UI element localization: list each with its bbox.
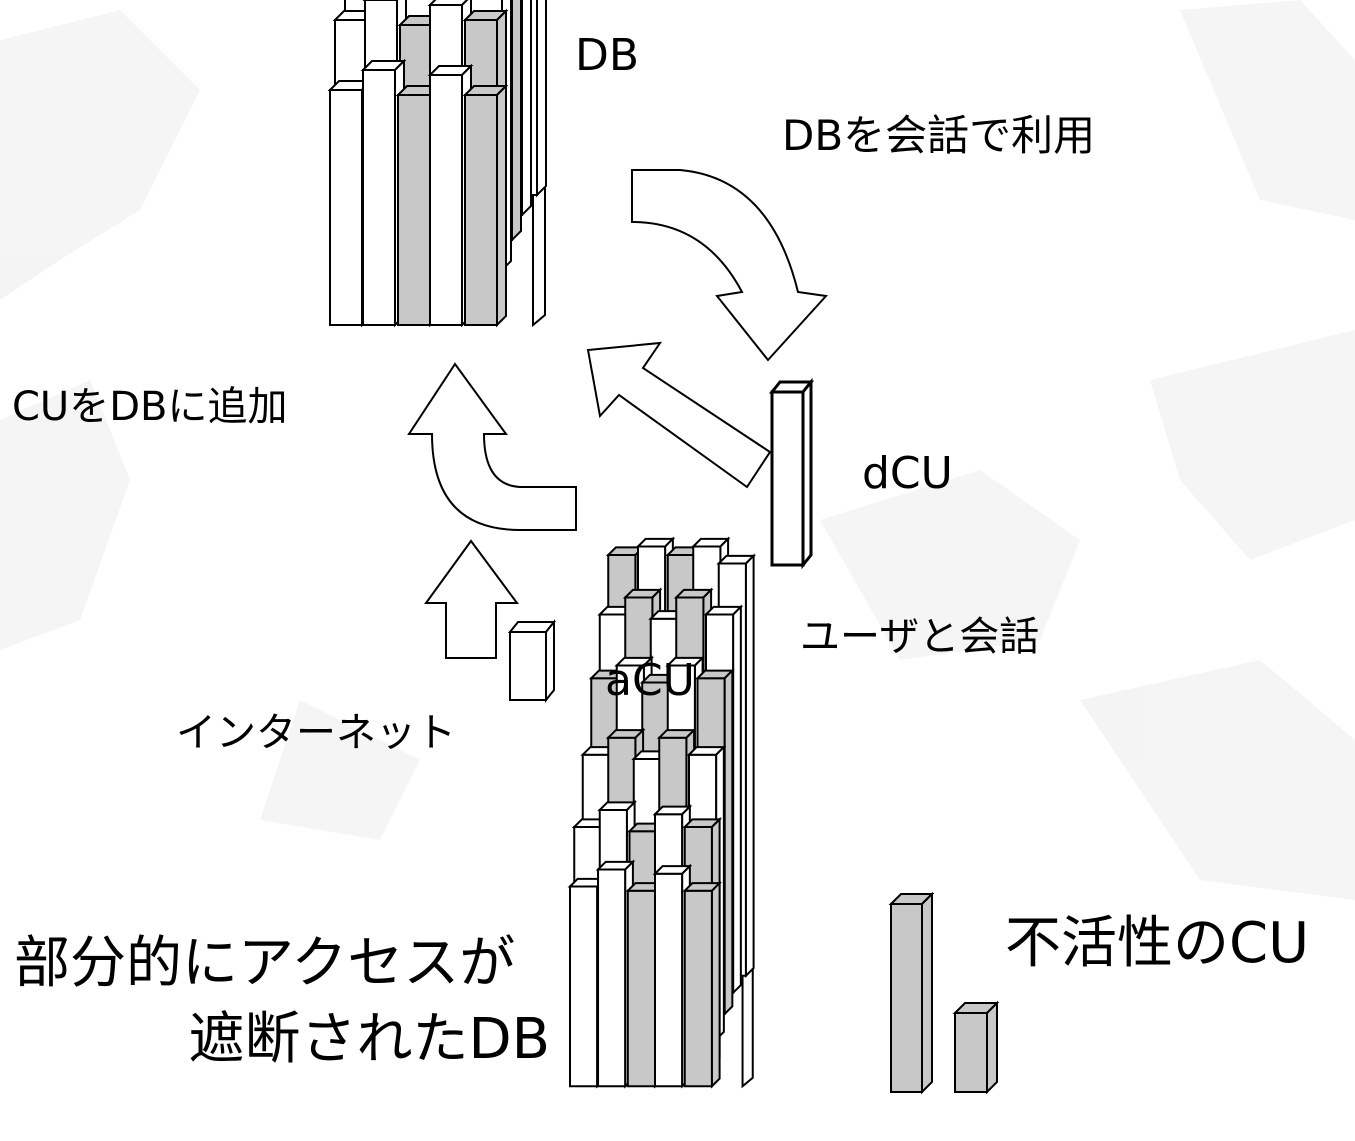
inactive-cu-label: 不活性のCU: [1005, 911, 1309, 976]
straight-up-arrow-icon: [424, 539, 519, 659]
dcu-bar-icon: [768, 377, 815, 570]
blocked-db-label-line2: 遮断されたDB: [188, 1007, 550, 1072]
inactive-cu-bars-icon: [888, 891, 1000, 1095]
cluster-bar: [682, 880, 723, 1089]
dcu-label: dCU: [862, 448, 953, 499]
add-cu-label: CUをDBに追加: [12, 384, 287, 430]
use-db-label: DBを会話で利用: [782, 111, 1095, 160]
cluster-bar: [462, 83, 509, 328]
acu-label: aCU: [605, 655, 695, 706]
user-talk-label: ユーザと会話: [800, 614, 1039, 660]
background-gear-icon: [0, 0, 1355, 900]
database-icon: [327, 0, 547, 328]
diagonal-arrow-icon: [586, 341, 772, 489]
blocked-database-icon: [567, 536, 757, 1089]
down-arrow-icon: [631, 169, 829, 362]
internet-label: インターネット: [176, 710, 456, 756]
acu-bar-icon: [507, 619, 557, 703]
up-arrow-icon: [407, 362, 577, 531]
blocked-db-label-line1: 部分的にアクセスが: [14, 931, 515, 996]
db-label: DB: [575, 30, 639, 81]
